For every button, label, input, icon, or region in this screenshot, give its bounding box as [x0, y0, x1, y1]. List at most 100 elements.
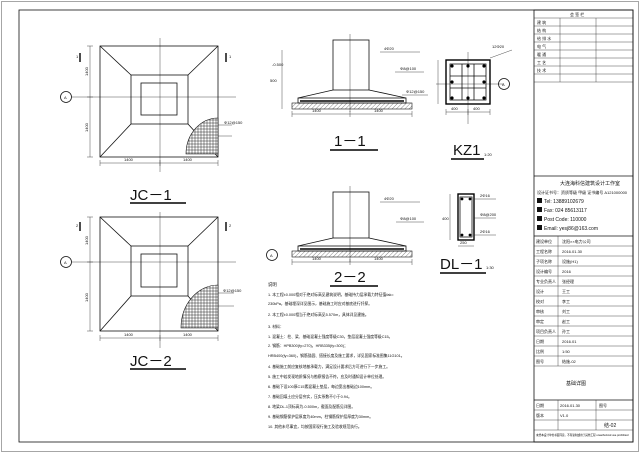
tb-drawing-name: 基础详图 — [566, 380, 586, 387]
tb-info-value-11: 1:50 — [562, 349, 571, 354]
tb-info-value-7: 刘工 — [562, 308, 570, 314]
sec11-dim-right: 1400 — [374, 108, 384, 113]
svg-text:2: 2 — [229, 223, 232, 228]
tb-date: 2016.01.30 — [560, 403, 581, 408]
kz1-dim-right: 400 — [473, 106, 480, 111]
jc1-side-dim-bottom: 1400 — [84, 122, 89, 132]
jc2-side-dim-top: 1400 — [84, 235, 89, 245]
svg-text:500: 500 — [270, 78, 277, 83]
tb-info-value-3: 2016 — [562, 269, 572, 274]
kz1-axis-label: A — [502, 82, 505, 87]
tb-info-label-12: 图号 — [536, 358, 544, 364]
tb-info-label-9: 项目负责人 — [536, 328, 556, 334]
svg-text:Φ8@200: Φ8@200 — [480, 212, 497, 217]
kz1-dim-left: 400 — [451, 106, 458, 111]
svg-text:1: 1 — [229, 54, 232, 59]
tb-info-label-10: 日期 — [536, 338, 544, 344]
svg-text:4Φ20: 4Φ20 — [384, 196, 395, 201]
email-icon — [537, 225, 542, 230]
kz1-scale: 1:20 — [484, 152, 493, 157]
tb-post: Post Code: 110000 — [544, 217, 587, 223]
section-2-2: 1400 1400 A 4Φ20 Φ8@100 — [266, 186, 424, 265]
note-line-11: 8. 地梁DL-1顶标高为-0.500m，截面及配筋见详图。 — [268, 404, 355, 409]
tb-info-label-1: 工程名称 — [536, 248, 552, 254]
tb-info-label-6: 校对 — [536, 298, 544, 304]
tb-info-label-3: 设计编号 — [536, 268, 552, 274]
notes-heading: 说明 — [268, 281, 277, 288]
svg-text:12Φ20: 12Φ20 — [492, 44, 505, 49]
sec22-dim-right: 1400 — [374, 256, 384, 261]
jc2-title: JC－2 — [130, 353, 172, 370]
note-line-3: 3. 材料： — [268, 324, 284, 329]
tb-info-value-12: 结施-02 — [562, 358, 577, 364]
tb-sheet-no-label: 图号 — [599, 402, 607, 408]
jc2-dim-left: 1400 — [124, 332, 134, 337]
tb-info-value-6: 李工 — [562, 298, 570, 304]
tb-email: Email: yesj86@163.com — [544, 226, 598, 232]
tb-top-row-4: 电 气 — [537, 43, 546, 49]
phone-icon — [537, 198, 542, 203]
tb-info-value-2: 设施(H1) — [562, 258, 578, 264]
jc2-plan: Φ12@150 1400 1400 1400 1400 A 2 2 — [60, 212, 242, 348]
note-line-7: 4. 基础施工前应复核地基承载力，满足设计要求后方可进行下一步施工。 — [268, 364, 390, 369]
note-line-6: HRB400(fy=360)，钢筋锚固、搭接长度及施工要求，详见国家标准图集11… — [268, 353, 405, 358]
svg-text:400: 400 — [442, 216, 449, 221]
jc1-dim-right: 1400 — [183, 157, 193, 162]
note-line-0: 1. 本工程±0.000相对于绝对标高见建筑说明，基础持力层承载力特征值fak= — [268, 292, 394, 297]
tb-info-label-8: 审定 — [536, 318, 544, 324]
tb-info-label-0: 建设单位 — [536, 238, 552, 244]
tb-company-sub: 设计证书号：资质等级 甲级 证书编号 A121000000 — [537, 189, 628, 195]
tb-top-row-3: 给 排 水 — [537, 35, 551, 41]
tb-info-label-11: 比例 — [536, 348, 544, 354]
tb-info-value-4: 张经理 — [562, 278, 574, 284]
tb-top-row-5: 暖 通 — [537, 51, 546, 57]
tb-fax: Fax: 024 85613117 — [544, 208, 587, 214]
svg-text:Φ12@150: Φ12@150 — [406, 89, 425, 94]
svg-text:2Φ16: 2Φ16 — [480, 193, 491, 198]
note-line-4: 1. 混凝土：柱、梁、基础混凝土强度等级C30，垫层混凝土强度等级C15。 — [268, 334, 392, 339]
sec11-title: 1－1 — [334, 133, 366, 150]
tb-sheet-no: 结-02 — [604, 422, 616, 429]
section-1-1: 1400 1400 500 -0.500 4Φ20 Φ8@100 Φ12@150 — [270, 34, 428, 117]
note-line-12: 9. 基础钢筋保护层厚度为40mm，柱钢筋保护层厚度为30mm。 — [268, 414, 373, 419]
tb-tel: Tel: 13889102679 — [544, 199, 584, 205]
sec11-dim-left: 1400 — [312, 108, 322, 113]
note-line-8: 5. 施工中若发现地质情况与勘察报告不符，应及时通知设计单位处理。 — [268, 374, 386, 379]
tb-info-value-9: 孙工 — [562, 328, 570, 334]
jc1-side-dim-top: 1400 — [84, 66, 89, 76]
svg-text:Φ12@150: Φ12@150 — [224, 120, 243, 125]
svg-text:-0.500: -0.500 — [272, 62, 284, 67]
tb-info-value-8: 赵工 — [562, 318, 570, 324]
note-line-5: 2. 钢筋：HPB300(fy=270)，HRB335(fy=300)； — [268, 343, 348, 348]
tb-info-value-0: 沈阳××电力公司 — [562, 238, 591, 244]
svg-text:1: 1 — [76, 54, 79, 59]
note-line-9: 6. 基础下设100厚C15素混凝土垫层，每边宽出基础边100mm。 — [268, 384, 374, 389]
tb-footer: 未经本设计单位书面同意，不得复制或用于其他工程 unauthorized use… — [536, 433, 629, 437]
title-block: 会 签 栏 建 筑 结 构 给 排 水 电 气 暖 通 工 艺 技 术 大连海科… — [533, 9, 634, 443]
kz1-title: KZ1 — [453, 142, 481, 159]
jc2-side-dim-bottom: 1400 — [84, 292, 89, 302]
tb-top-row-1: 建 筑 — [537, 19, 546, 25]
fax-icon — [537, 207, 542, 212]
svg-text:2Φ16: 2Φ16 — [480, 229, 491, 234]
tb-info-label-5: 设计 — [536, 288, 544, 294]
dl1-section: 2Φ16 Φ8@200 2Φ16 400 250 — [442, 193, 497, 247]
tb-version: V1.0 — [560, 413, 569, 418]
dl1-scale: 1:30 — [486, 265, 495, 270]
general-notes: 说明 1. 本工程±0.000相对于绝对标高见建筑说明，基础持力层承载力特征值f… — [268, 281, 405, 429]
mail-icon — [537, 216, 542, 221]
sec22-title: 2－2 — [334, 269, 366, 286]
note-line-10: 7. 基础回填土应分层夯实，压实系数不小于0.94。 — [268, 394, 352, 399]
tb-info-value-5: 王工 — [562, 289, 570, 294]
tb-top-row-2: 结 构 — [537, 27, 546, 33]
note-line-1: 230kPa，基础埋深详见图示，基础施工时应对基底进行钎探。 — [268, 301, 372, 306]
sec22-dim-left: 1400 — [312, 256, 322, 261]
tb-info-label-7: 审核 — [536, 308, 544, 314]
svg-text:4Φ20: 4Φ20 — [384, 46, 395, 51]
tb-info-value-1: 2016.01.30 — [562, 249, 583, 254]
tb-top-row-0: 会 签 栏 — [570, 11, 584, 17]
svg-text:250: 250 — [460, 240, 467, 245]
jc1-axis-label: A — [64, 95, 67, 100]
